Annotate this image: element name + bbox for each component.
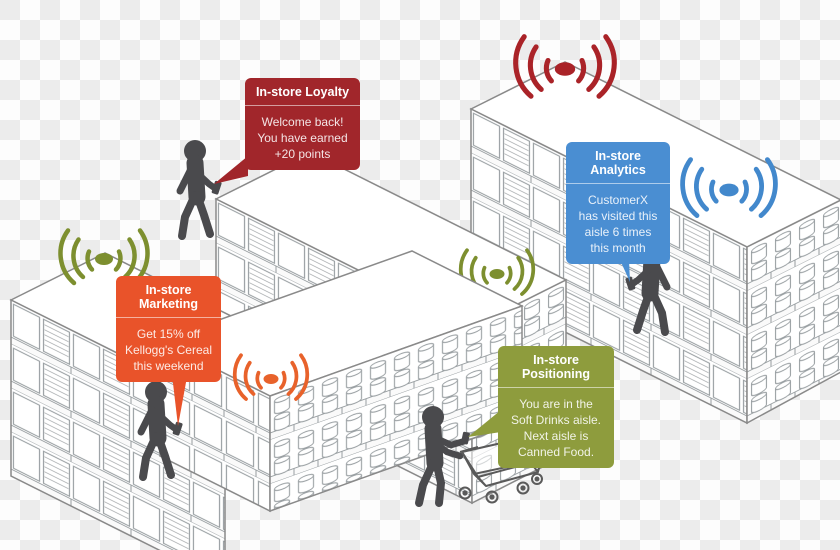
shelf-face-right-cans (746, 199, 840, 425)
bubble-analytics: In-store Analytics CustomerX has visited… (566, 142, 670, 264)
bubble-tail-loyalty (214, 156, 248, 184)
bubble-marketing-body: Get 15% off Kellogg's Cereal this weeken… (124, 327, 212, 373)
bubble-tail-positioning (468, 410, 501, 437)
beacon-icon-green-left (61, 231, 148, 284)
beacon-icon-blue (683, 160, 776, 216)
bubble-positioning-body: You are in the Soft Drinks aisle. Next a… (510, 397, 602, 459)
bubble-loyalty: In-store Loyalty Welcome back! You have … (245, 78, 360, 170)
bubble-loyalty-title: In-store Loyalty (245, 78, 360, 106)
shelf-aisle-right (469, 61, 840, 425)
bubble-marketing-title: In-store Marketing (116, 276, 221, 318)
bubble-loyalty-body: Welcome back! You have earned +20 points (257, 115, 348, 161)
bubble-marketing: In-store Marketing Get 15% off Kellogg's… (116, 276, 221, 382)
bubble-analytics-body: CustomerX has visited this aisle 6 times… (578, 193, 658, 255)
beacon-icon-green-middle (461, 250, 533, 294)
bubble-positioning: In-store Positioning You are in the Soft… (498, 346, 614, 468)
bubble-positioning-title: In-store Positioning (498, 346, 614, 388)
bubble-analytics-title: In-store Analytics (566, 142, 670, 184)
beacon-icon-red (516, 37, 615, 96)
beacon-icon-orange (235, 355, 307, 399)
